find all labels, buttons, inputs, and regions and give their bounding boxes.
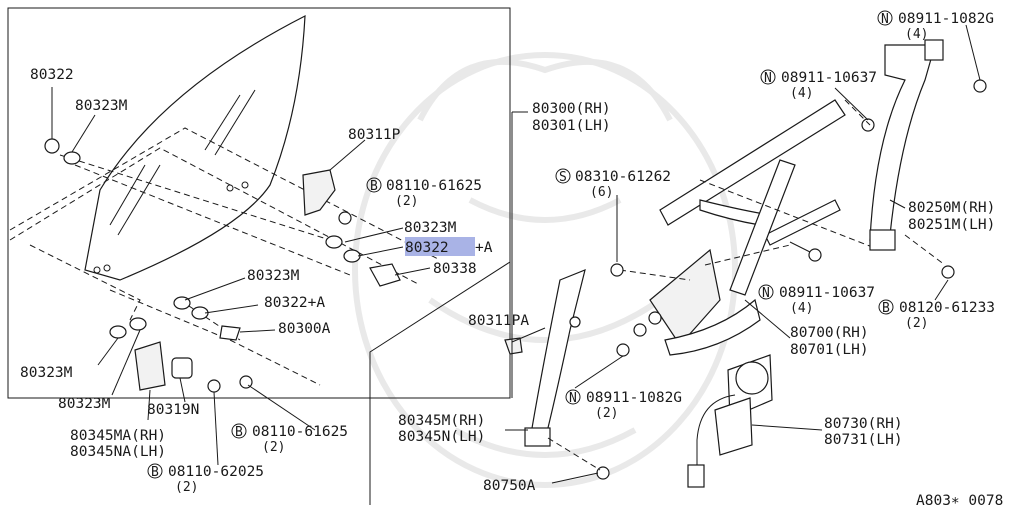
label-80301lh[interactable]: 80301(LH) (532, 118, 611, 134)
qty-08911-1082g-low: (2) (595, 406, 618, 421)
label-80701[interactable]: 80701(LH) (790, 342, 869, 358)
label-80319n[interactable]: 80319N (147, 402, 199, 418)
label-80345m[interactable]: 80345M(RH) (398, 413, 485, 429)
door-glass (84, 14, 306, 281)
screw-symbol-letter: S (559, 170, 567, 185)
glass-hardware (44, 138, 401, 393)
qty-08911-1082g-top: (4) (905, 27, 928, 42)
bolt-symbol (147, 463, 163, 479)
label-08110-62025[interactable]: 08110-62025 (168, 464, 264, 480)
label-80323m-left2[interactable]: 80323M (58, 396, 111, 412)
label-80300rh[interactable]: 80300(RH) (532, 101, 611, 117)
nut-symbol-letter: N (762, 286, 770, 301)
label-80338[interactable]: 80338 (433, 261, 477, 277)
label-08110-61625-b[interactable]: 08110-61625 (252, 424, 348, 440)
qty-08310-61262: (6) (590, 185, 613, 200)
label-08110-61625-a[interactable]: 08110-61625 (386, 178, 482, 194)
nut-symbol-letter: N (764, 71, 772, 86)
qty-08120-61233: (2) (905, 316, 928, 331)
regulator-assembly (619, 39, 987, 356)
nut-symbol (877, 10, 893, 26)
qty-08110-61625-b: (2) (262, 440, 285, 455)
label-80731[interactable]: 80731(LH) (824, 432, 903, 448)
label-80323m-top[interactable]: 80323M (75, 98, 128, 114)
label-80345n[interactable]: 80345N(LH) (398, 429, 485, 445)
label-80250m[interactable]: 80250M(RH) (908, 200, 995, 216)
bolt-symbol-letter: B (151, 465, 159, 480)
bolt-symbol-letter: B (882, 301, 890, 316)
bolt-symbol-letter: B (235, 425, 243, 440)
label-80311pa[interactable]: 80311PA (468, 313, 529, 329)
label-80311p[interactable]: 80311P (348, 127, 401, 143)
label-80322[interactable]: 80322 (30, 67, 74, 83)
qty-08911-10637-top: (4) (790, 86, 813, 101)
bolt-symbol (878, 299, 894, 315)
label-08911-10637-top[interactable]: 08911-10637 (781, 70, 877, 86)
label-80750a[interactable]: 80750A (483, 478, 536, 494)
leader-lines (51, 24, 981, 505)
qty-08110-61625-a: (2) (395, 194, 418, 209)
label-80700[interactable]: 80700(RH) (790, 325, 869, 341)
figure-code: A803∗ 0078 (916, 493, 1003, 509)
part-labels[interactable]: 80322 80323M 80311P B 08110-61625 (2) 80… (20, 10, 1003, 509)
nut-symbol (758, 284, 774, 300)
nut-symbol (760, 69, 776, 85)
watermark-emblem (352, 52, 738, 488)
label-80730[interactable]: 80730(RH) (824, 416, 903, 432)
bolt-symbol (366, 177, 382, 193)
label-80345ma[interactable]: 80345MA(RH) (70, 428, 166, 444)
bolt-symbol-letter: B (370, 179, 378, 194)
bolt-symbol (231, 423, 247, 439)
label-08310-61262[interactable]: 08310-61262 (575, 169, 671, 185)
label-80323m-low[interactable]: 80323M (247, 268, 300, 284)
label-80322-suffix-a: +A (475, 240, 493, 256)
nut-symbol-letter: N (569, 391, 577, 406)
screw-symbol (555, 168, 571, 184)
label-80322-highlighted[interactable]: 80322 (405, 240, 449, 256)
nut-symbol (565, 389, 581, 405)
highlight-80322 (405, 237, 475, 256)
label-08911-10637-mid[interactable]: 08911-10637 (779, 285, 875, 301)
qty-08110-62025: (2) (175, 480, 198, 495)
label-08120-61233[interactable]: 08120-61233 (899, 300, 995, 316)
nut-symbol-letter: N (881, 12, 889, 27)
label-80251m[interactable]: 80251M(LH) (908, 217, 995, 233)
rear-channel-and-motor (504, 263, 773, 488)
label-80345na[interactable]: 80345NA(LH) (70, 444, 166, 460)
label-80323m-left1[interactable]: 80323M (20, 365, 73, 381)
label-08911-1082g-top[interactable]: 08911-1082G (898, 11, 994, 27)
label-80322a-low[interactable]: 80322+A (264, 295, 325, 311)
label-80323m-mid[interactable]: 80323M (404, 220, 457, 236)
label-80300a[interactable]: 80300A (278, 321, 331, 337)
qty-08911-10637-mid: (4) (790, 301, 813, 316)
label-08911-1082g-low[interactable]: 08911-1082G (586, 390, 682, 406)
glass-group-frame (7, 7, 511, 399)
